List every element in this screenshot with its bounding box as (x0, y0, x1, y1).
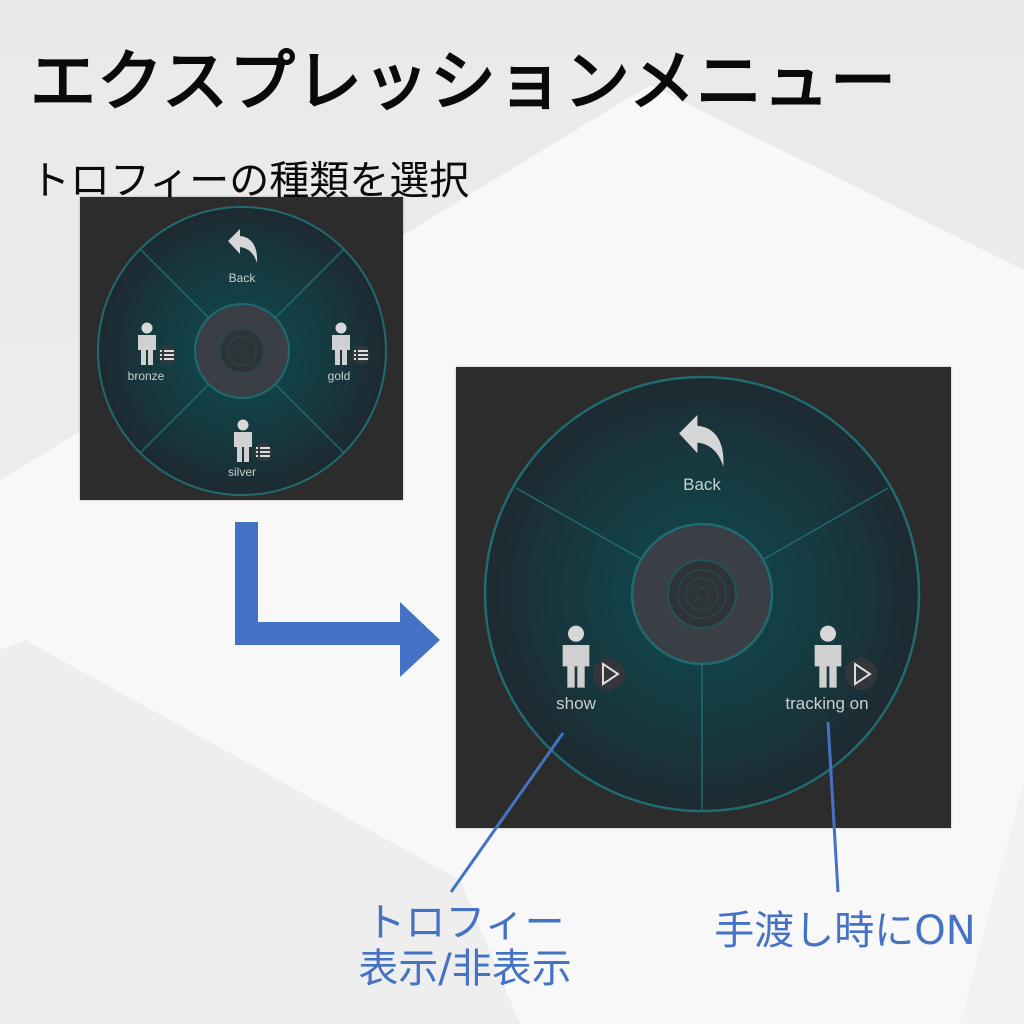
menu-item-label: tracking on (785, 694, 869, 713)
radial-wheel (97, 206, 387, 496)
radial-wheel (483, 375, 921, 813)
submenu-list-icon (254, 443, 272, 461)
page-title: エクスプレッションメニュー (30, 43, 898, 120)
toggle-play-icon (593, 658, 625, 690)
avatar-figure-icon (332, 322, 350, 365)
expression-menu-trophy-type: Back bronze gold (80, 197, 403, 500)
annotation-show: トロフィー 表示/非表示 (330, 900, 600, 992)
menu-item-label: show (556, 694, 596, 713)
menu-item-label: Back (228, 271, 256, 285)
menu-item-label: Back (683, 475, 721, 494)
submenu-list-icon (352, 346, 370, 364)
menu-item-label: bronze (127, 369, 165, 383)
section-subtitle: トロフィーの種類を選択 (30, 158, 470, 204)
back-arrow-icon (679, 415, 724, 467)
avatar-figure-icon (562, 625, 590, 688)
annotation-text: 表示/非表示 (358, 946, 572, 992)
annotation-text: 手渡し時にON (714, 908, 976, 954)
back-arrow-icon (228, 229, 258, 263)
annotation-tracking: 手渡し時にON (700, 908, 990, 954)
submenu-list-icon (158, 346, 176, 364)
avatar-figure-icon (234, 419, 252, 462)
menu-item-label: silver (227, 465, 257, 479)
annotation-text: トロフィー (365, 900, 565, 946)
expression-menu-trophy-options: Back show tracking on (456, 367, 951, 828)
menu-item-label: gold (327, 369, 351, 383)
avatar-figure-icon (138, 322, 156, 365)
avatar-figure-icon (814, 625, 842, 688)
toggle-play-icon (845, 658, 877, 690)
